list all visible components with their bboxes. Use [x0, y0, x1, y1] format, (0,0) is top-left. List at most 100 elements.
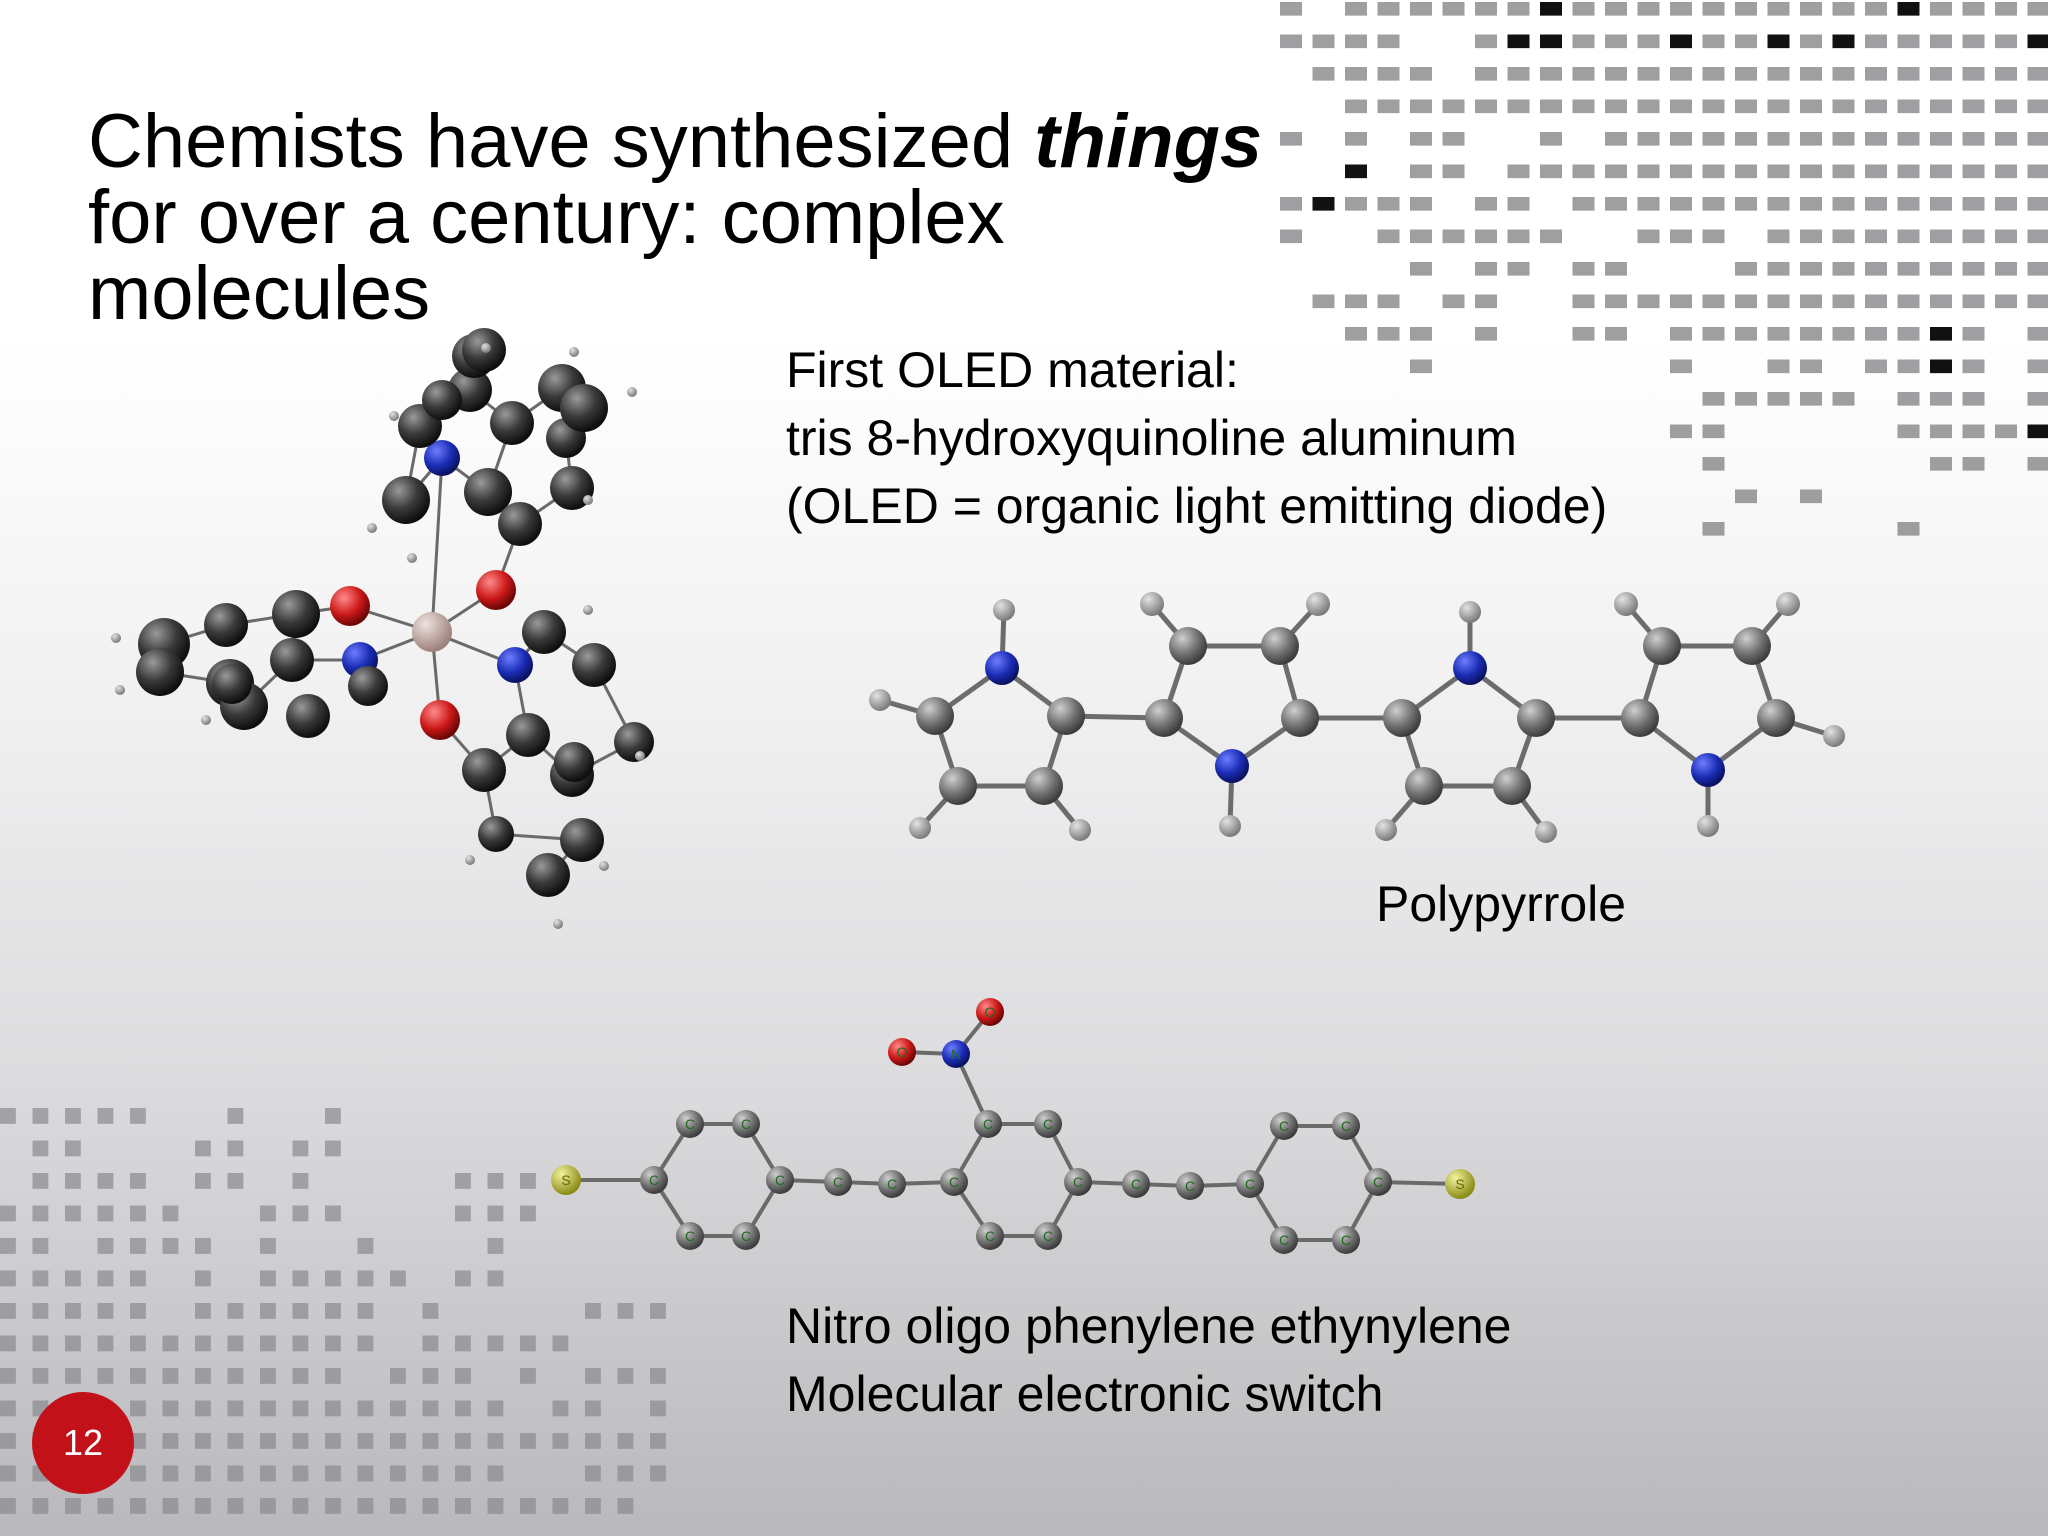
pattern-square: [227, 1173, 244, 1189]
pattern-square: [1345, 99, 1367, 114]
pattern-square: [130, 1205, 146, 1222]
pattern-square: [617, 1368, 634, 1384]
atom-label: C: [1373, 1174, 1383, 1190]
pattern-square: [1962, 359, 1985, 374]
pattern-square: [1930, 99, 1952, 114]
carbon-atom: [976, 1222, 1004, 1250]
pattern-square: [1832, 2, 1855, 16]
pattern-square: [520, 1335, 536, 1352]
pattern-square: [162, 1498, 179, 1514]
pattern-square: [1832, 34, 1855, 49]
pattern-square: [1930, 327, 1952, 341]
decorative-pattern-bottom-left: [0, 1108, 666, 1514]
pattern-square: [1767, 359, 1790, 374]
pattern-square: [1897, 99, 1920, 114]
carbon-atom: [212, 664, 252, 704]
pattern-square: [1377, 327, 1400, 341]
pattern-square: [357, 1465, 374, 1482]
pattern-square: [487, 1335, 504, 1352]
pattern-square: [422, 1400, 439, 1417]
pattern-square: [422, 1335, 439, 1352]
pattern-square: [1930, 392, 1952, 406]
pattern-square: [1312, 294, 1335, 309]
pattern-square: [162, 1335, 179, 1352]
pattern-square: [227, 1400, 244, 1417]
pattern-square: [2027, 392, 2048, 406]
pattern-square: [1735, 67, 1757, 81]
pattern-square: [1702, 164, 1725, 179]
atom-label: C: [983, 1116, 993, 1132]
pattern-square: [1832, 327, 1855, 341]
pattern-square: [2027, 294, 2048, 309]
pattern-square: [2027, 132, 2048, 146]
pattern-square: [1865, 359, 1887, 374]
pattern-square: [1345, 327, 1367, 341]
pattern-square: [390, 1400, 406, 1417]
pattern-square: [1930, 457, 1952, 471]
pattern-square: [130, 1465, 146, 1482]
pattern-square: [292, 1433, 309, 1449]
pattern-square: [1897, 164, 1920, 179]
oxygen-atom: [888, 1038, 916, 1066]
pattern-square: [1735, 392, 1757, 406]
pattern-square: [162, 1205, 179, 1222]
carbon-atom: [286, 694, 330, 738]
pattern-square: [0, 1400, 16, 1417]
pattern-square: [1377, 294, 1400, 309]
pattern-square: [1507, 229, 1530, 244]
pattern-square: [455, 1368, 471, 1384]
pattern-square: [65, 1108, 81, 1124]
pattern-square: [1475, 229, 1497, 244]
pattern-square: [130, 1498, 146, 1514]
pattern-square: [1767, 164, 1790, 179]
pattern-square: [1767, 197, 1790, 211]
pattern-square: [487, 1173, 504, 1189]
pattern-square: [97, 1173, 114, 1189]
pattern-square: [32, 1498, 49, 1514]
pattern-square: [617, 1433, 634, 1449]
carbon-atom: [204, 603, 248, 647]
pattern-square: [1767, 294, 1790, 309]
pattern-square: [1800, 392, 1822, 406]
carbon-atom: [1364, 1168, 1392, 1196]
pattern-square: [520, 1368, 536, 1384]
pattern-square: [97, 1303, 114, 1319]
pattern-square: [1995, 294, 2017, 309]
carbon-atom: [478, 816, 514, 852]
pattern-square: [1800, 164, 1822, 179]
pattern-square: [1410, 164, 1432, 179]
pattern-square: [195, 1335, 211, 1352]
pattern-square: [1962, 457, 1985, 471]
pattern-square: [292, 1498, 309, 1514]
pattern-square: [195, 1433, 211, 1449]
pattern-square: [1800, 359, 1822, 374]
pattern-square: [1995, 2, 2017, 16]
pattern-square: [1670, 132, 1692, 146]
hydrogen-atom: [583, 605, 593, 615]
pattern-square: [1475, 99, 1497, 114]
pattern-square: [1540, 34, 1562, 49]
hydrogen-atom: [1823, 725, 1845, 747]
pattern-square: [0, 1335, 16, 1352]
pattern-square: [357, 1400, 374, 1417]
hydrogen-atom: [1535, 821, 1557, 843]
pattern-square: [260, 1433, 276, 1449]
pattern-square: [487, 1238, 504, 1254]
pattern-square: [97, 1368, 114, 1384]
pattern-square: [520, 1173, 536, 1189]
pattern-square: [1507, 197, 1530, 211]
hydrogen-atom: [583, 495, 593, 505]
atom-label: C: [949, 1174, 959, 1190]
pattern-square: [1865, 197, 1887, 211]
pattern-square: [2027, 262, 2048, 276]
pattern-square: [1572, 327, 1595, 341]
pattern-square: [0, 1205, 16, 1222]
carbon-atom: [1261, 627, 1299, 665]
pattern-square: [1670, 327, 1692, 341]
pattern-square: [1637, 197, 1660, 211]
hydrogen-atom: [599, 861, 609, 871]
pattern-square: [1735, 197, 1757, 211]
pattern-square: [325, 1368, 341, 1384]
pattern-square: [292, 1335, 309, 1352]
pattern-square: [162, 1433, 179, 1449]
